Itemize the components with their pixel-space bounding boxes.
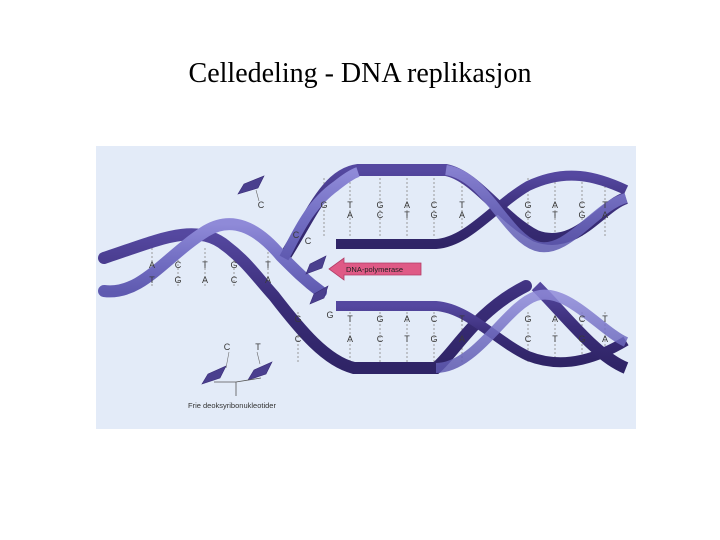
nucleotide-stem xyxy=(255,189,260,202)
base-letter: C xyxy=(431,314,438,324)
base-letter: A xyxy=(202,275,208,285)
nucleotide-stem xyxy=(225,351,230,369)
slide-title: Celledeling - DNA replikasjon xyxy=(188,58,532,89)
base-letter: T xyxy=(459,314,465,324)
base-letter: T xyxy=(602,314,608,324)
base-letter: T xyxy=(552,210,558,220)
base-letter: T xyxy=(459,200,465,210)
free-nucleotides xyxy=(201,175,329,385)
nucleotide-shape xyxy=(201,365,227,385)
base-letter: T xyxy=(347,200,353,210)
base-letter: T xyxy=(202,260,208,270)
base-letter: C xyxy=(175,260,182,270)
dna-polymerase-label: DNA-polymerase xyxy=(346,265,403,274)
base-letter: C xyxy=(231,275,238,285)
parent-strand-light xyxy=(98,218,327,298)
base-letter: C xyxy=(525,334,532,344)
base-letter: G xyxy=(320,200,327,210)
nucleotide-shape xyxy=(237,175,265,195)
base-letter: G xyxy=(430,210,437,220)
base-letter: A xyxy=(459,334,465,344)
base-letter: C xyxy=(377,210,384,220)
nucleotide-shape xyxy=(309,285,329,305)
base-letter: G xyxy=(326,310,333,320)
upper-strand-light xyxy=(444,165,628,253)
base-letter: G xyxy=(430,334,437,344)
base-letter: T xyxy=(602,200,608,210)
base-letter: T xyxy=(265,260,271,270)
nucleotide-shape xyxy=(305,255,327,275)
upper-strand-light-lead xyxy=(279,167,360,261)
base-letter: G xyxy=(376,200,383,210)
base-letter: C xyxy=(525,210,532,220)
base-letter: A xyxy=(602,210,608,220)
base-letter: C xyxy=(377,334,384,344)
upper-new-strand-dark xyxy=(336,170,629,249)
base-letter: G xyxy=(294,314,301,324)
base-letter: A xyxy=(347,334,353,344)
free-nucleotides-label: Frie deoksyribonukleotider xyxy=(188,401,276,410)
base-letter: A xyxy=(404,200,410,210)
base-letter: G xyxy=(524,200,531,210)
base-letter: G xyxy=(578,210,585,220)
base-letter: T xyxy=(404,334,410,344)
nucleotide-stem xyxy=(256,351,261,365)
base-letter: C xyxy=(293,230,300,240)
base-letter: A xyxy=(552,200,558,210)
figure-background xyxy=(96,146,636,429)
base-letter: A xyxy=(265,275,271,285)
base-letter: C xyxy=(305,236,312,246)
base-letter: C xyxy=(295,334,302,344)
base-letter: G xyxy=(578,334,585,344)
lower-strand-light xyxy=(435,289,629,373)
base-letter: G xyxy=(376,314,383,324)
base-letter: A xyxy=(347,210,353,220)
base-letter: C xyxy=(258,200,265,210)
label-pointer xyxy=(214,377,262,396)
base-letter: T xyxy=(255,342,261,352)
base-letter: G xyxy=(524,314,531,324)
base-letter: A xyxy=(602,334,608,344)
base-letter: C xyxy=(224,342,231,352)
base-letter: C xyxy=(579,200,586,210)
base-letter: G xyxy=(174,275,181,285)
nucleotide-shape xyxy=(247,361,273,381)
base-letter: A xyxy=(404,314,410,324)
base-letter: A xyxy=(459,210,465,220)
base-letter: G xyxy=(230,260,237,270)
base-letter: C xyxy=(431,200,438,210)
base-letter: A xyxy=(149,260,155,270)
base-letter: T xyxy=(149,275,155,285)
base-letter: A xyxy=(552,314,558,324)
dna-polymerase-arrow: DNA-polymerase xyxy=(328,257,422,281)
base-letter: C xyxy=(579,314,586,324)
base-letter: T xyxy=(552,334,558,344)
base-letter: T xyxy=(347,314,353,324)
base-letter: T xyxy=(404,210,410,220)
